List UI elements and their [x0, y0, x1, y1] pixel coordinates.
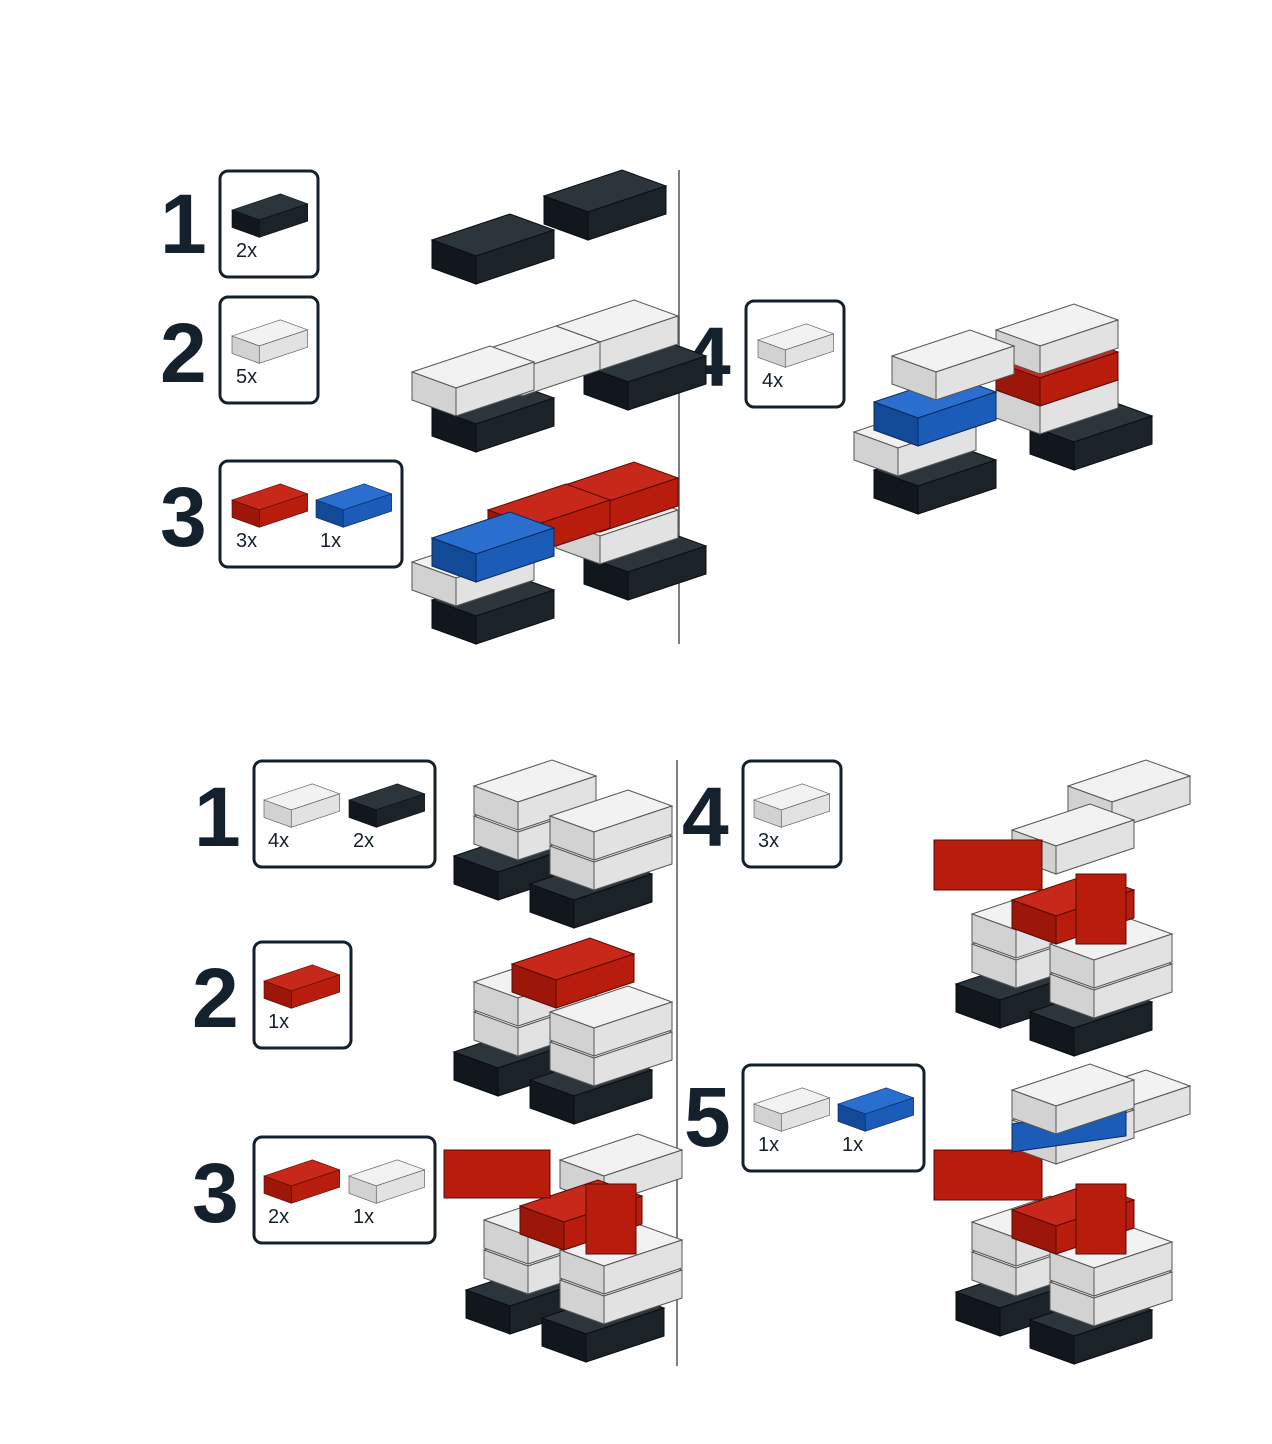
part-qty: 4x [762, 370, 783, 392]
part-qty: 1x [268, 1011, 289, 1033]
part-qty: 1x [758, 1134, 779, 1156]
assembly-2-2 [453, 937, 673, 1125]
section-2-step-4: 4 3x [682, 759, 843, 869]
section-1-step-4: 4 4x [684, 299, 846, 409]
step-number: 3 [192, 1146, 239, 1240]
part-qty: 2x [353, 830, 374, 852]
part-qty: 4x [268, 830, 289, 852]
part-qty: 3x [758, 830, 779, 852]
assembly-1-2 [411, 299, 707, 453]
part-qty: 1x [842, 1134, 863, 1156]
step-number: 2 [192, 951, 239, 1045]
part-qty: 1x [320, 530, 341, 552]
step-number: 2 [160, 306, 207, 400]
step-number: 5 [684, 1070, 731, 1164]
assembly-2-4 [933, 759, 1191, 1057]
part-qty: 2x [236, 240, 257, 262]
part-qty: 2x [268, 1206, 289, 1228]
section-2-step-3: 3 2x 1x [192, 1135, 437, 1245]
section-2: 1 4x 2x 2 1x 3 2x 1x 4 3x [192, 759, 1191, 1366]
section-1: 1 2x 2 5x 3 3x 1x 4 4x [160, 169, 1153, 645]
step-number: 3 [160, 470, 207, 564]
assembly-2-5 [933, 1063, 1191, 1365]
assembly-1-1 [431, 169, 667, 285]
step-number: 1 [194, 770, 241, 864]
part-qty: 1x [353, 1206, 374, 1228]
part-qty: 5x [236, 366, 257, 388]
section-2-step-5: 5 1x 1x [684, 1063, 926, 1173]
assembly-2-1 [453, 759, 673, 929]
step-number: 4 [682, 770, 729, 864]
assembly-2-3 [443, 1133, 683, 1363]
assembly-1-4 [853, 303, 1153, 515]
section-2-step-2: 2 1x [192, 940, 353, 1050]
part-qty: 3x [236, 530, 257, 552]
section-1-step-1: 1 2x [160, 169, 320, 279]
section-1-step-3: 3 3x 1x [160, 459, 404, 569]
step-number: 1 [160, 177, 207, 271]
section-2-step-1: 1 4x 2x [194, 759, 437, 869]
section-1-step-2: 2 5x [160, 295, 320, 405]
assembly-1-3 [411, 461, 707, 645]
